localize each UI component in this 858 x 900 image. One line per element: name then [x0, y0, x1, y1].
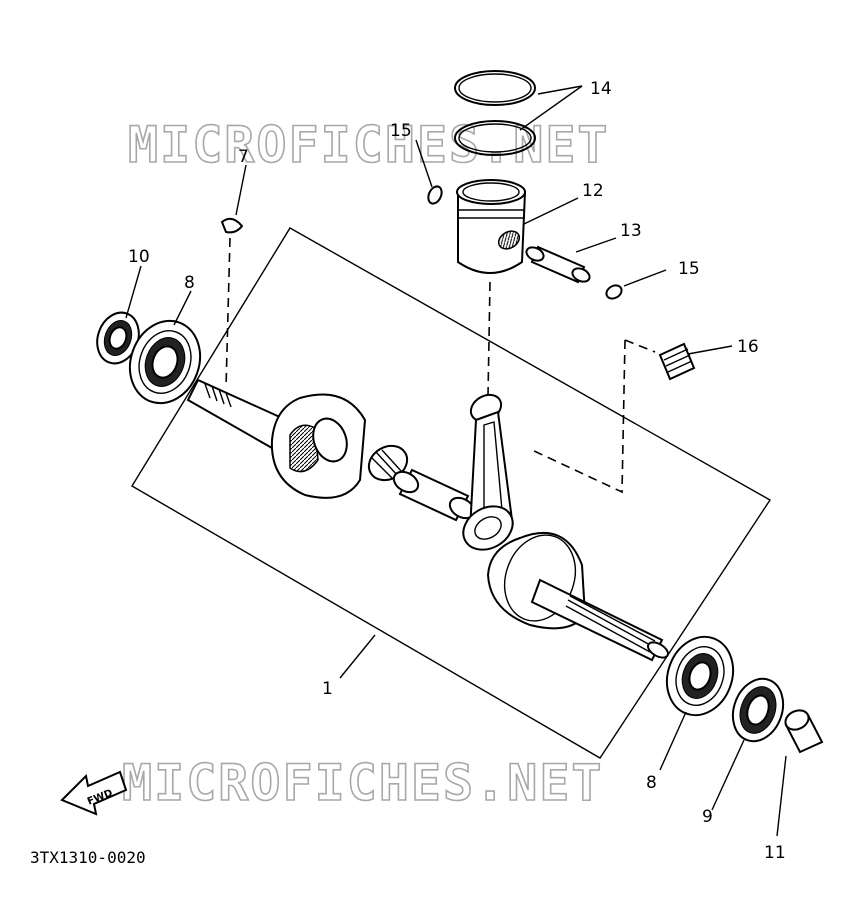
callout-15-top: 15 [390, 121, 412, 141]
callout-16: 16 [737, 337, 759, 357]
leader-lines [125, 85, 787, 837]
piston [456, 179, 527, 274]
callout-10: 10 [128, 247, 150, 267]
woodruff-key [220, 217, 244, 234]
crank-pin [392, 468, 476, 522]
callout-15-right: 15 [678, 259, 700, 279]
bearing-left [128, 319, 202, 405]
forward-direction-arrow: FWD [60, 770, 128, 816]
circlip-left [427, 185, 443, 205]
callout-9: 9 [702, 807, 713, 827]
watermark-bottom: MICROFICHES.NET [122, 754, 604, 812]
oil-seal-right [731, 677, 785, 743]
callout-11: 11 [764, 843, 786, 863]
diagram-code: 3TX1310-0020 [30, 848, 146, 867]
alignment-lines [225, 237, 656, 494]
circlip-right [605, 284, 623, 300]
assembly-outline [131, 227, 771, 759]
piston-rings [454, 70, 536, 156]
callout-12: 12 [582, 181, 604, 201]
callout-13: 13 [620, 221, 642, 241]
callout-14: 14 [590, 79, 612, 99]
piston-pin [525, 245, 591, 284]
watermark-top: MICROFICHES.NET [128, 116, 610, 174]
crankshaft-left-half [186, 378, 367, 499]
bearing-right [665, 635, 735, 717]
connecting-rod [462, 393, 514, 551]
collar [784, 709, 824, 754]
callout-1: 1 [322, 679, 333, 699]
crankshaft-right-half [486, 531, 669, 662]
callout-7: 7 [238, 147, 249, 167]
callout-8-left: 8 [184, 273, 195, 293]
callout-8-right: 8 [646, 773, 657, 793]
needle-bearing-small-end [658, 342, 696, 381]
